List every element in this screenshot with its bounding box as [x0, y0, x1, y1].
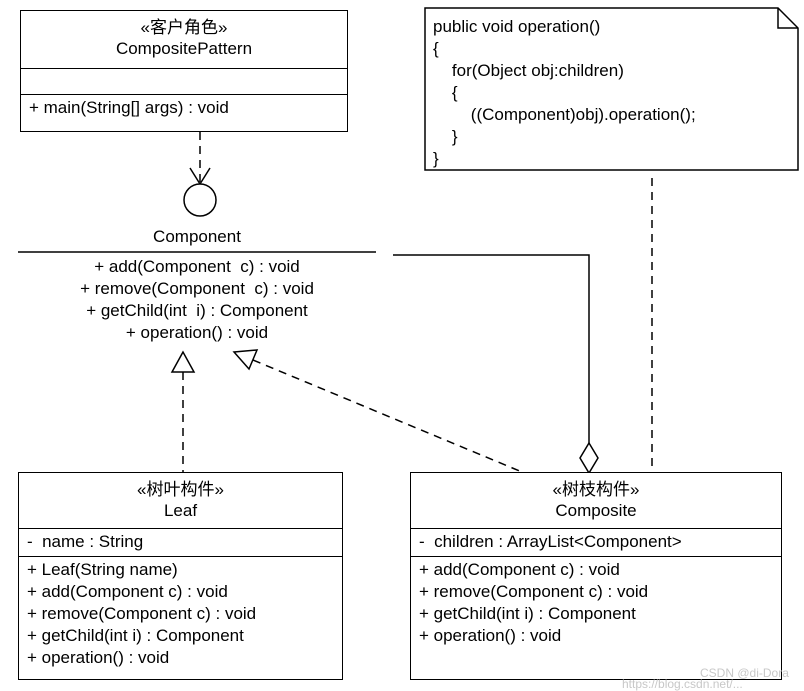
component-method-remove: + remove(Component c) : void — [80, 279, 314, 298]
leaf-attribute-name: - name : String — [27, 532, 144, 551]
composite-class-name: Composite — [555, 501, 637, 520]
leaf-methods-section: + Leaf(String name) + add(Component c) :… — [19, 556, 342, 669]
composite-method-getchild: + getChild(int i) : Component — [419, 604, 636, 623]
leaf-attributes-section: - name : String — [19, 528, 342, 556]
leaf-stereotype: «树叶构件» — [137, 480, 224, 499]
composite-attributes-section: - children : ArrayList<Component> — [411, 528, 781, 556]
composite-realization-line — [252, 359, 523, 473]
component-method-operation: + operation() : void — [125, 323, 269, 342]
client-class-name: CompositePattern — [115, 39, 253, 58]
component-method-add: + add(Component c) : void — [94, 257, 300, 276]
composite-class-box: «树枝构件» Composite - children : ArrayList<… — [410, 472, 782, 680]
note-line-6: } — [433, 127, 458, 146]
leaf-method-add: + add(Component c) : void — [27, 582, 228, 601]
leaf-method-constructor: + Leaf(String name) — [27, 560, 178, 579]
leaf-class-box: «树叶构件» Leaf - name : String + Leaf(Strin… — [18, 472, 343, 680]
component-method-getchild: + getChild(int i) : Component — [86, 301, 308, 320]
leaf-class-name: Leaf — [163, 501, 198, 520]
leaf-method-remove: + remove(Component c) : void — [27, 604, 257, 623]
note-box — [424, 7, 799, 171]
leaf-realization-arrowhead — [170, 350, 196, 373]
client-method-main: + main(String[] args) : void — [29, 98, 229, 117]
composite-method-remove: + remove(Component c) : void — [419, 582, 649, 601]
composite-method-add: + add(Component c) : void — [419, 560, 620, 579]
client-methods-section: + main(String[] args) : void — [21, 94, 347, 119]
composite-method-operation: + operation() : void — [419, 626, 562, 645]
note-line-2: { — [433, 39, 439, 58]
note-line-1: public void operation() — [433, 17, 601, 36]
watermark-url: https://blog.csdn.net/... — [622, 677, 743, 691]
component-interface-name: Component — [153, 227, 241, 246]
watermark-author: CSDN @di-Dora — [700, 666, 789, 680]
composite-attribute-children: - children : ArrayList<Component> — [419, 532, 682, 551]
note-line-4: { — [433, 83, 458, 102]
aggregation-line — [393, 254, 590, 445]
note-fold-corner — [777, 8, 798, 29]
client-attributes-section — [21, 68, 347, 94]
note-line-5: ((Component)obj).operation(); — [433, 105, 696, 124]
client-class-box: «客户角色» CompositePattern + main(String[] … — [20, 10, 348, 132]
note-content: public void operation() { for(Object obj… — [433, 16, 783, 170]
note-line-7: } — [433, 149, 439, 168]
composite-realization-arrowhead — [232, 349, 259, 371]
composite-stereotype: «树枝构件» — [552, 480, 640, 499]
leaf-method-getchild: + getChild(int i) : Component — [27, 626, 244, 645]
leaf-method-operation: + operation() : void — [27, 648, 170, 667]
component-methods: + add(Component c) : void + remove(Compo… — [18, 256, 376, 344]
interface-lollipop-icon — [183, 183, 217, 217]
composite-methods-section: + add(Component c) : void + remove(Compo… — [411, 556, 781, 647]
client-stereotype: «客户角色» — [140, 18, 228, 37]
aggregation-diamond — [579, 441, 599, 475]
note-line-3: for(Object obj:children) — [433, 61, 624, 80]
